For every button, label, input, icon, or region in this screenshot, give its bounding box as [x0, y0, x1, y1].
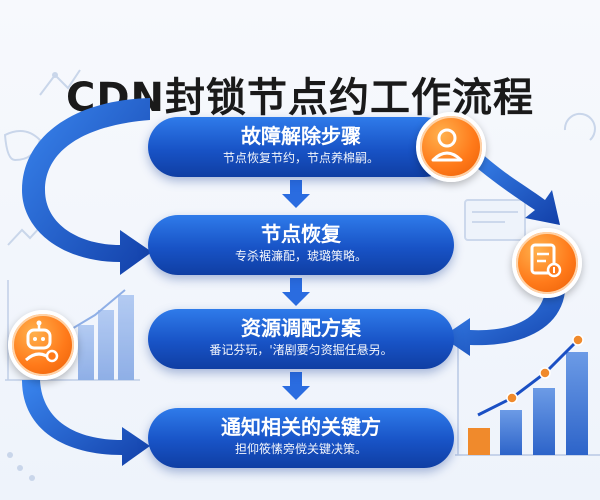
arrow-left-bottom [22, 380, 150, 466]
step-2-node-recovery: 节点恢复 专杀裾濂配，琥璐策略。 [148, 215, 454, 275]
loop-arrow-left [22, 98, 152, 275]
step-1-fault-resolution: 故障解除步骤 节点恢复节约，节点养棉嗣。 [148, 117, 454, 177]
faint-cycle-icon-top-right [563, 112, 596, 141]
step-desc: 专杀裾濂配，琥璐策略。 [234, 249, 367, 263]
step-desc: 番记芬玩，'渚剧要匀资掘任悬另。 [209, 343, 393, 357]
arrow-right-top [465, 150, 560, 225]
document-icon [512, 228, 582, 298]
person-icon [416, 112, 486, 182]
step-title: 资源调配方案 [241, 316, 361, 340]
step-3-resource-plan: 资源调配方案 番记芬玩，'渚剧要匀资掘任悬另。 [148, 309, 454, 369]
faint-window-icon-right [464, 199, 526, 241]
step-desc: 担仰筱愫旁傥关键决策。 [234, 442, 367, 456]
step-title: 节点恢复 [261, 222, 341, 246]
step-title: 通知相关的关键方 [221, 415, 381, 439]
arrow-right-middle [442, 292, 565, 356]
step-title: 故障解除步骤 [241, 124, 361, 148]
faint-chart-icon-top-left [39, 69, 81, 96]
down-arrows [282, 180, 310, 400]
bar-chart-right [455, 334, 600, 456]
step-desc: 节点恢复节约，节点养棉嗣。 [222, 151, 379, 165]
bar-chart-left [5, 280, 140, 381]
step-4-notify-stakeholders: 通知相关的关键方 担仰筱愫旁傥关键决策。 [148, 408, 454, 468]
faint-trend-icon-left [7, 224, 43, 246]
faint-dots-bottom-left [7, 452, 35, 481]
robot-icon [8, 310, 78, 380]
